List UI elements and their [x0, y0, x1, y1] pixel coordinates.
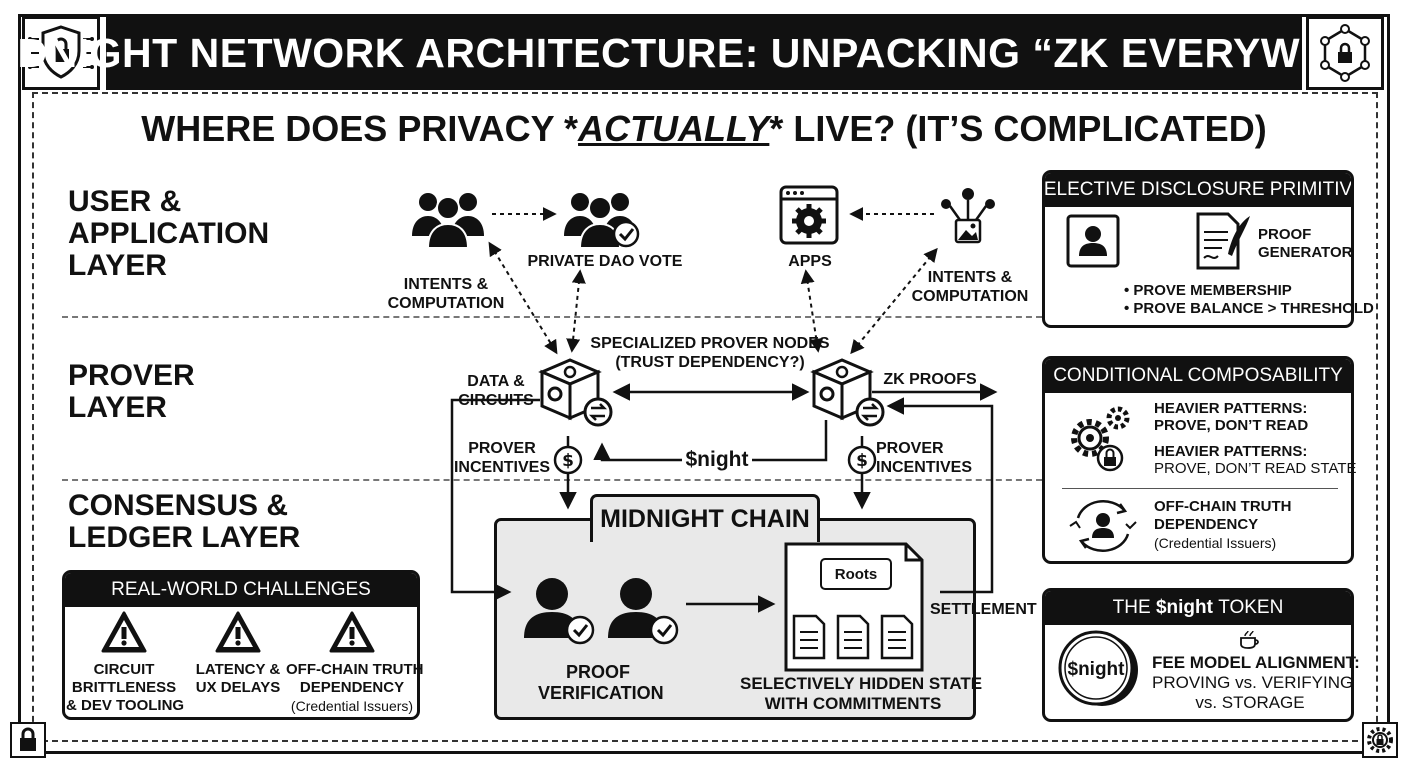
- challenges-title: REAL-WORLD CHALLENGES: [65, 573, 417, 607]
- coin-icon: [1058, 630, 1138, 706]
- night-flow-label: $night: [685, 448, 749, 471]
- page-title: MIDNIGHT NETWORK ARCHITECTURE: UNPACKING…: [0, 16, 1408, 90]
- data-circuits-label: DATA &CIRCUITS: [458, 373, 534, 409]
- roots-node: Roots: [820, 558, 892, 590]
- warning-icon: [215, 611, 261, 653]
- user-check-icon: [524, 578, 595, 645]
- night-token-title: THE $night TOKEN: [1045, 591, 1351, 625]
- warning-icon: [101, 611, 147, 653]
- fee-model-text: FEE MODEL ALIGNMENT: PROVING vs. VERIFYI…: [1152, 653, 1360, 712]
- hand-cup-icon: [1240, 630, 1259, 649]
- shield-lock-icon: [28, 25, 94, 79]
- conditional-divider: [1062, 488, 1338, 489]
- svg-text:$: $: [562, 451, 574, 471]
- user-cycle-icon: [1069, 500, 1137, 552]
- app-window-gear-icon: [779, 185, 839, 245]
- gear-lock-icon: [1367, 727, 1393, 753]
- conditional-item-2: HEAVIER PATTERNS:PROVE, DON’T READ STATE: [1154, 443, 1357, 477]
- user-card-icon: [1066, 214, 1120, 268]
- svg-text:$: $: [856, 451, 868, 471]
- midnight-chain-title: MIDNIGHT CHAIN: [590, 494, 820, 542]
- prover-cube-icon: [538, 358, 613, 427]
- network-lock-icon: [1320, 24, 1370, 82]
- network-image-icon: [941, 188, 995, 244]
- conditional-item-1: HEAVIER PATTERNS:PROVE, DON’T READ: [1154, 400, 1309, 434]
- dollar-coin-icon: $: [553, 445, 583, 475]
- layer-label-consensus: CONSENSUS &LEDGER LAYER: [68, 489, 301, 554]
- signed-document-icon: [1196, 212, 1250, 270]
- zk-proofs-label: ZK PROOFS: [883, 371, 977, 388]
- header-left-emblem: [22, 16, 100, 90]
- bottom-left-badge: [10, 722, 46, 758]
- coin-label: $night: [1067, 659, 1125, 680]
- selective-disclosure-panel: SELECTIVE DISCLOSURE PRIMITIVE: [1042, 170, 1354, 328]
- header-right-emblem: [1306, 16, 1384, 90]
- inner-frame: [32, 92, 1378, 742]
- apps-label: APPS: [788, 253, 832, 270]
- settlement-label: SETTLEMENT: [930, 601, 1037, 618]
- lock-icon: [20, 727, 36, 751]
- document-icon: [792, 614, 914, 660]
- gears-lock-icon: [1071, 406, 1130, 472]
- intents-left-label: INTENTS &COMPUTATION: [387, 276, 505, 312]
- user-check-icon: [608, 578, 679, 645]
- conditional-composability-title: CONDITIONAL COMPOSABILITY: [1045, 359, 1351, 393]
- warning-icon: [329, 611, 375, 653]
- layer-divider-bottom: [62, 479, 1042, 481]
- people-check-icon: [564, 193, 640, 249]
- disclosure-bullets: • PROVE MEMBERSHIP• PROVE BALANCE > THRE…: [1124, 282, 1374, 317]
- intents-right-label: INTENTS &COMPUTATION: [911, 269, 1029, 305]
- people-icon: [412, 193, 484, 249]
- conditional-composability-panel: CONDITIONAL COMPOSABILITY: [1042, 356, 1354, 564]
- bottom-right-badge: [1362, 722, 1398, 758]
- private-dao-vote-label: PRIVATE DAO VOTE: [527, 253, 683, 270]
- prover-cube-icon: [810, 358, 885, 427]
- subtitle: WHERE DOES PRIVACY *ACTUALLY* LIVE? (IT’…: [141, 108, 1267, 149]
- outer-frame: [18, 14, 1390, 754]
- dollar-coin-icon: $: [847, 445, 877, 475]
- challenge-latency: LATENCY &UX DELAYS: [195, 661, 281, 696]
- specialized-prover-nodes-label: SPECIALIZED PROVER NODES(TRUST DEPENDENC…: [590, 335, 830, 371]
- selective-disclosure-title: SELECTIVE DISCLOSURE PRIMITIVE: [1045, 173, 1351, 207]
